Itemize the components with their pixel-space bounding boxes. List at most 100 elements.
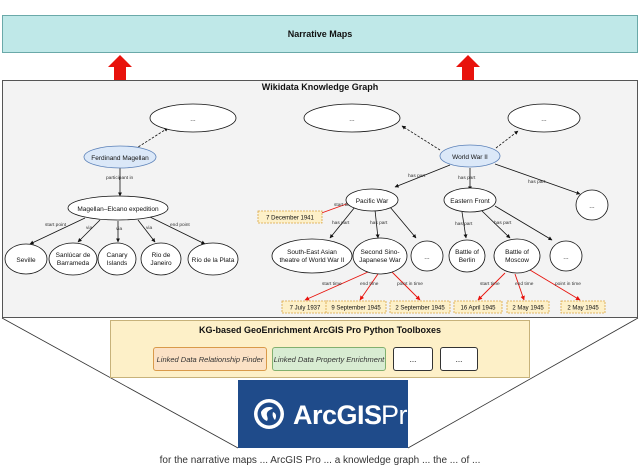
property-enrichment-tool[interactable]: Linked Data Property Enrichment: [272, 347, 386, 371]
node-eastern: [443, 187, 497, 213]
node-berlin: [448, 239, 486, 273]
date-sep-1945-b: 2 September 1945: [395, 306, 445, 312]
narrative-maps-title: Narrative Maps: [287, 29, 353, 39]
node-rio-plata: [187, 242, 239, 276]
edge-exp-rio-plata: [149, 216, 206, 245]
edge-label-has-part-6: has part: [455, 221, 473, 227]
edge-label-start-point: start point: [45, 222, 67, 228]
more-tool-2-label: ...: [455, 354, 463, 364]
date-box-may-1945-b: [560, 300, 606, 314]
node-canary-label-1: Canary: [107, 252, 129, 259]
date-box-sep-1945-b: [389, 300, 451, 314]
node-eastern-label: Eastern Front: [450, 198, 490, 205]
toolbox-title: KG-based GeoEnrichment ArcGIS Pro Python…: [198, 325, 442, 335]
date-box-apr-1945: [453, 300, 503, 314]
node-rio-janeiro-label-2: Janeiro: [150, 260, 172, 267]
edge-label-has-part-7: has part: [494, 220, 512, 226]
node-ellipsis-ww2-right-label: ...: [541, 116, 547, 123]
date-jul-1937: 7 July 1937: [290, 306, 321, 312]
date-box-may-1945-a: [506, 300, 550, 314]
edge-pacific-ellipsis: [389, 206, 417, 239]
edge-sino-point: [391, 271, 421, 301]
edge-moscow-start: [477, 272, 506, 301]
property-enrichment-label: Linked Data Property Enrichment: [273, 354, 385, 364]
more-tool-1-label: ...: [409, 354, 417, 364]
node-moscow-label-1: Battle of: [505, 249, 529, 256]
edge-ww2-ellipsis-left: [401, 125, 441, 151]
node-ellipsis-ww2-left: [303, 103, 401, 133]
node-ellipsis-pacific: [410, 240, 444, 272]
date-box-sep-1945-a: [325, 300, 387, 314]
arcgis-edition-text: Pro: [381, 400, 422, 430]
node-ellipsis-ww2-bottom: [575, 189, 609, 221]
edge-magellan-ellipsis: [134, 127, 169, 150]
node-canary-label-2: Islands: [107, 260, 128, 267]
node-canary: [97, 242, 137, 276]
red-up-arrow-left: [108, 55, 132, 80]
node-ellipsis-magellan-label: ...: [190, 116, 196, 123]
node-berlin-label-1: Battle of: [455, 249, 479, 256]
node-ellipsis-pacific-label: ...: [424, 254, 430, 261]
funnel-line-left: [1, 317, 239, 449]
edge-ww2-pacific: [394, 164, 451, 188]
node-berlin-label-2: Berlin: [459, 257, 476, 264]
edge-label-has-part-4: has part: [332, 220, 350, 226]
node-ellipsis-ww2-right: [507, 103, 581, 133]
edge-sino-start: [304, 271, 369, 301]
edge-exp-seville: [29, 217, 86, 245]
node-pacific-label: Pacific War: [356, 198, 389, 205]
node-sino-label-1: Second Sino-: [360, 249, 399, 256]
node-pacific: [345, 188, 399, 212]
edge-ww2-ellipsis-bottom: [494, 163, 581, 195]
date-apr-1945: 16 April 1945: [460, 306, 496, 312]
edge-label-has-part-1: has part: [408, 173, 426, 179]
edge-label-end-time-sino: end time: [360, 281, 379, 287]
date-sep-1945-a: 9 September 1945: [331, 306, 381, 312]
node-se-asian: [271, 238, 353, 274]
node-se-asian-label-2: theatre of World War II: [279, 257, 344, 264]
more-tool-2[interactable]: ...: [440, 347, 478, 371]
node-ellipsis-ww2-left-label: ...: [349, 116, 355, 123]
edge-label-end-time-moscow: end time: [515, 281, 534, 287]
node-sino-label-2: Japanese War: [359, 257, 402, 264]
edge-eastern-berlin: [461, 211, 468, 239]
edge-exp-sanlucar: [77, 219, 101, 243]
figure-caption: for the narrative maps ... ArcGIS Pro ..…: [159, 455, 481, 466]
edge-label-via-2: via: [116, 226, 122, 232]
arcgis-brand-text: ArcGIS: [293, 400, 382, 430]
more-tool-1[interactable]: ...: [393, 347, 433, 371]
edge-pacific-sino: [374, 209, 380, 239]
funnel-line-right: [407, 317, 639, 449]
edge-label-has-part-2: has part: [458, 175, 476, 181]
node-expedition: [67, 195, 169, 221]
node-rio-janeiro: [140, 242, 182, 276]
date-may-1945-b: 2 May 1945: [567, 306, 599, 312]
date-may-1945-a: 2 May 1945: [512, 306, 544, 312]
edge-moscow-point: [529, 269, 581, 301]
node-moscow-label-2: Moscow: [505, 257, 529, 264]
edge-label-point-in-time-moscow: point in time: [555, 281, 581, 287]
node-se-asian-label-1: South-East Asian: [287, 249, 337, 256]
relationship-finder-tool[interactable]: Linked Data Relationship Finder: [153, 347, 267, 371]
edge-exp-rio-janeiro: [137, 219, 156, 243]
arcgis-pro-logo: ArcGIS Pro: [238, 380, 422, 448]
edge-label-start-time-pacific: start time: [334, 202, 354, 208]
node-sanlucar: [48, 242, 98, 276]
node-ww2: [439, 144, 501, 168]
node-sanlucar-label-1: Sanlúcar de: [56, 252, 91, 259]
edge-label-end-point: end point: [170, 222, 190, 228]
kg-title: Wikidata Knowledge Graph: [261, 82, 379, 92]
node-seville: [4, 243, 48, 275]
node-expedition-label: Magellan–Elcano expedition: [77, 206, 159, 213]
node-ww2-label: World War II: [452, 154, 488, 161]
edge-label-has-part-3: has part: [528, 179, 546, 185]
node-sanlucar-label-2: Barrameda: [57, 260, 90, 267]
edge-eastern-ellipsis: [494, 205, 553, 241]
edge-sino-end: [359, 273, 379, 301]
edge-label-participant-in: participant in: [106, 175, 134, 181]
node-rio-janeiro-label-1: Rio de: [152, 252, 171, 259]
date-box-dec-1941: [257, 210, 323, 224]
node-ellipsis-magellan: [149, 103, 237, 133]
node-ellipsis-ww2-bottom-label: ...: [589, 203, 595, 210]
edge-pacific-seasian: [329, 206, 356, 239]
